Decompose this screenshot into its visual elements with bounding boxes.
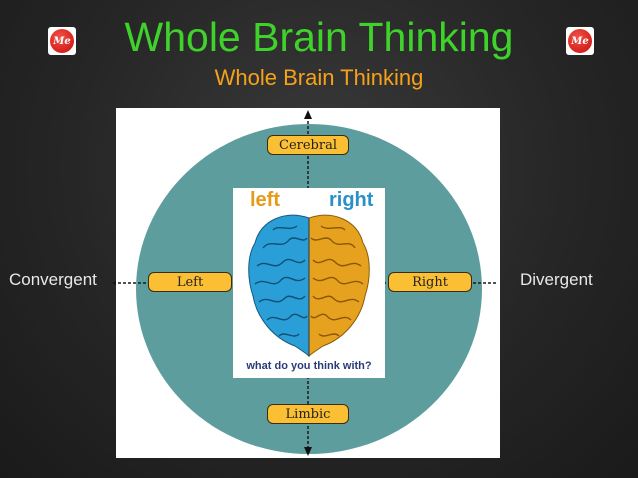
left-tag: Left bbox=[148, 272, 232, 292]
divergent-label: Divergent bbox=[520, 270, 593, 289]
down-arrow-head bbox=[304, 447, 312, 456]
brain-question: what do you think with? bbox=[246, 360, 372, 372]
left-hemisphere bbox=[248, 214, 310, 358]
me-logo-icon: Me bbox=[568, 29, 592, 53]
logo-left: Me bbox=[48, 27, 76, 55]
page-title: Whole Brain Thinking bbox=[124, 14, 514, 60]
me-logo-icon: Me bbox=[50, 29, 74, 53]
brain-left-label: left bbox=[250, 189, 280, 211]
brain-image: left right bbox=[233, 188, 385, 378]
brain-right-label: right bbox=[329, 189, 374, 211]
brain-icon bbox=[248, 214, 370, 358]
right-tag: Right bbox=[388, 272, 472, 292]
limbic-tag: Limbic bbox=[267, 404, 349, 424]
right-hemisphere bbox=[308, 214, 370, 358]
page-subtitle: Whole Brain Thinking bbox=[214, 65, 424, 90]
logo-right: Me bbox=[566, 27, 594, 55]
diagram-panel: Cerebral Limbic Left Right left right bbox=[116, 108, 500, 458]
up-arrow-head bbox=[304, 110, 312, 119]
convergent-label: Convergent bbox=[9, 270, 97, 289]
cerebral-tag: Cerebral bbox=[267, 135, 349, 155]
